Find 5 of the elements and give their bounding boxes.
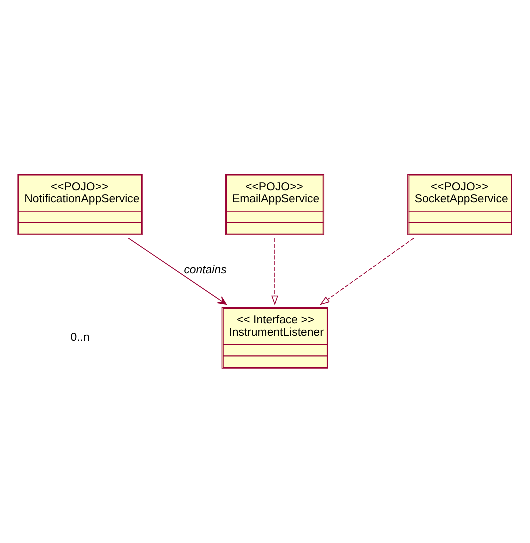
arrow xyxy=(320,238,414,306)
arrow xyxy=(128,238,227,305)
edge-label: contains xyxy=(184,264,227,277)
label: 0..n xyxy=(70,332,90,344)
arrow xyxy=(272,238,278,306)
